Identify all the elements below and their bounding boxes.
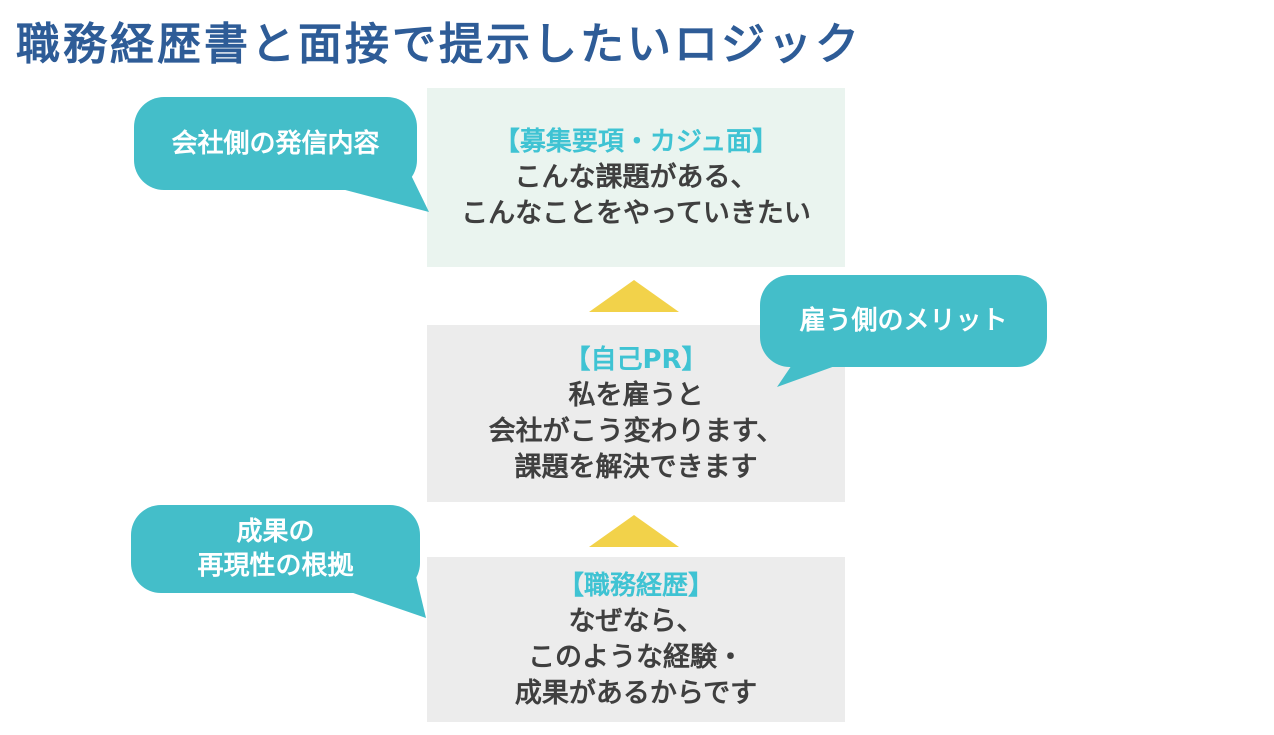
page-title: 職務経歴書と面接で提示したいロジック [16, 19, 862, 70]
box-heading: 【募集要項・カジュ面】 [493, 126, 779, 157]
box-line: 課題を解決できます [514, 451, 758, 483]
box-line: このような経験・ [528, 641, 744, 673]
speech-bubble-reproducibility: 成果の 再現性の根拠 [131, 505, 420, 593]
bubble-label: 会社側の発信内容 [171, 128, 380, 159]
box-heading: 【職務経歴】 [557, 570, 714, 601]
box-line: こんな課題がある、 [514, 161, 758, 193]
bubble-label: 成果の [236, 517, 315, 547]
bubble-label: 雇う側のメリット [799, 306, 1008, 336]
up-arrow-icon [589, 280, 679, 312]
box-line: 成果があるからです [514, 677, 758, 709]
box-heading: 【自己PR】 [564, 344, 708, 375]
flow-box-work-history: 【職務経歴】 なぜなら、 このような経験・ 成果があるからです [427, 557, 845, 722]
speech-bubble-company-info: 会社側の発信内容 [134, 97, 417, 190]
box-line: なぜなら、 [568, 605, 704, 637]
up-arrow-icon [589, 515, 679, 547]
flow-box-job-posting: 【募集要項・カジュ面】 こんな課題がある、 こんなことをやっていきたい [427, 88, 845, 267]
box-line: 会社がこう変わります、 [488, 415, 784, 447]
speech-bubble-employer-merit: 雇う側のメリット [760, 275, 1047, 367]
box-line: 私を雇うと [568, 379, 704, 411]
bubble-label: 再現性の根拠 [197, 551, 354, 581]
box-line: こんなことをやっていきたい [461, 197, 811, 229]
